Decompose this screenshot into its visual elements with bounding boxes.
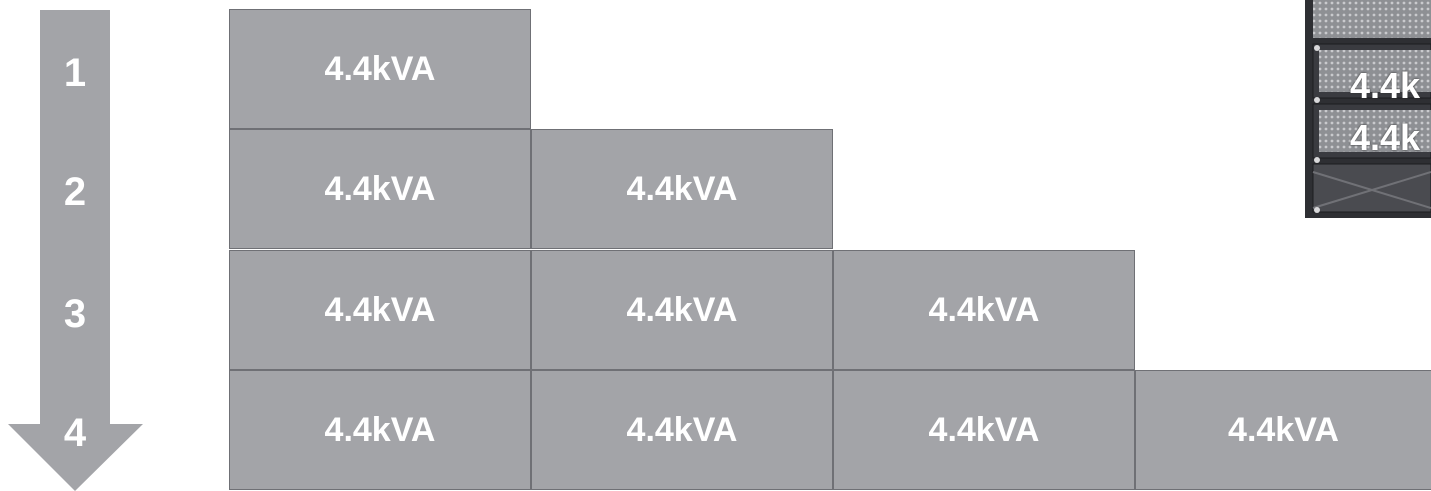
down-arrow-icon [8,10,143,491]
row-2-cell-1: 4.4kVA [229,129,531,249]
chassis-psu-label-1: 4.4k [1350,65,1421,106]
row-3-cell-3: 4.4kVA [833,250,1135,370]
row-3-cell-2: 4.4kVA [531,250,833,370]
step-number-2: 2 [63,170,87,214]
step-number-3: 3 [63,292,87,336]
row-4-cell-1: 4.4kVA [229,370,531,490]
chassis-image [1305,0,1431,218]
row-4-cell-4: 4.4kVA [1135,370,1431,490]
step-number-4: 4 [63,411,87,455]
row-4-cell-2: 4.4kVA [531,370,833,490]
row-3-cell-1: 4.4kVA [229,250,531,370]
row-1-cell-1: 4.4kVA [229,9,531,129]
chassis-psu-label-2: 4.4k [1350,117,1421,158]
step-number-1: 1 [63,51,87,95]
row-4-cell-3: 4.4kVA [833,370,1135,490]
row-2-cell-2: 4.4kVA [531,129,833,249]
